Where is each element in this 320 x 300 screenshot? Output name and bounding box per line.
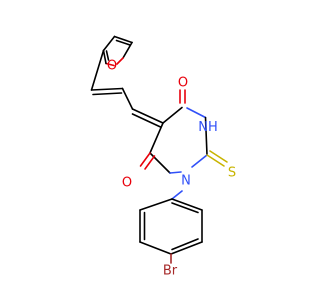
furan-oxygen-label: O (107, 59, 117, 74)
pyrimidine-ring (139, 89, 228, 174)
carbonyl-oxygen-top-label: O (178, 76, 188, 91)
molecule-structure: O O NH O N S Br (90, 35, 236, 279)
thione-sulfur-label: S (228, 166, 236, 181)
bromophenyl-ring (139, 190, 203, 264)
bromine-label: Br (163, 264, 178, 279)
furan-ring (102, 35, 133, 67)
nh-label: NH (198, 120, 218, 135)
propenylidene-chain (90, 49, 164, 128)
ring-nitrogen-label: N (181, 174, 191, 189)
carbonyl-oxygen-left-label: O (122, 176, 132, 191)
